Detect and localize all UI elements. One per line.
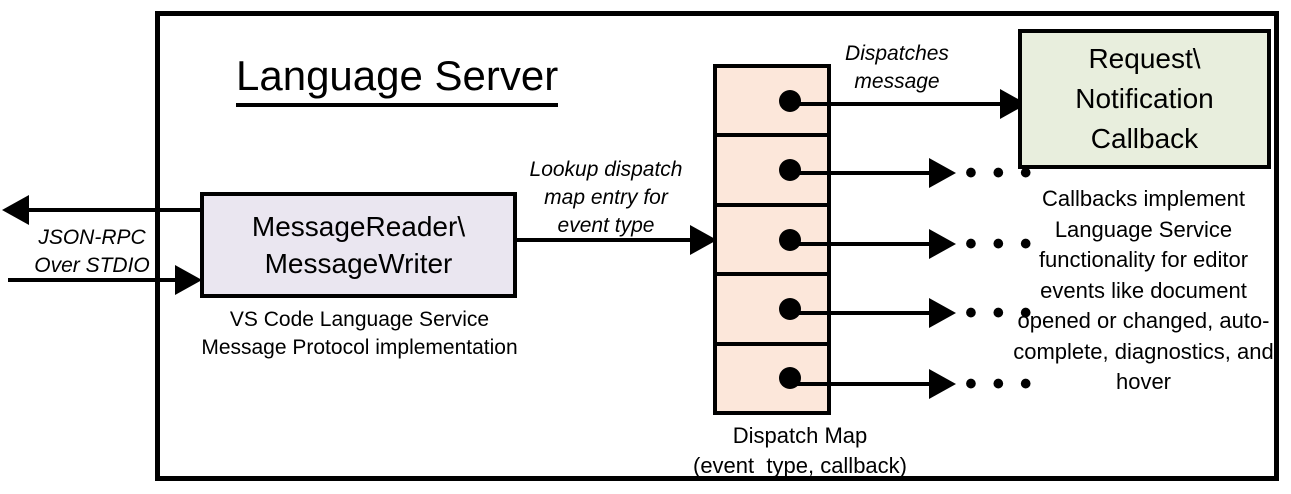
- annotation-dispatches-message: Dispatches message: [845, 42, 949, 93]
- inbound-arrowhead-icon: [175, 265, 202, 295]
- dispatch-map-row[interactable]: [717, 137, 827, 207]
- callback-pointer-dot-icon: [779, 228, 801, 251]
- outbound-arrowhead-icon: [2, 195, 29, 225]
- inbound-line: [8, 278, 178, 282]
- dispatch-map-table[interactable]: [713, 64, 831, 415]
- callback-pointer-dot-icon: [779, 297, 801, 320]
- request-notification-callback-box[interactable]: Request\ Notification Callback: [1018, 29, 1271, 169]
- dispatch-map-row[interactable]: [717, 68, 827, 138]
- dispatch-row-3-line: [785, 242, 932, 246]
- callbacks-description: Callbacks implement Language Service fun…: [1013, 186, 1274, 394]
- annotation-json-rpc: JSON-RPC Over STDIO: [34, 226, 150, 277]
- dispatch-row-5-line: [785, 382, 932, 386]
- dispatch-row-4-line: [785, 311, 932, 315]
- annotation-lookup-dispatch: Lookup dispatch map entry for event type: [529, 158, 683, 237]
- dispatch-row-3-arrowhead-icon: [929, 229, 956, 259]
- callback-pointer-dot-icon: [779, 89, 801, 112]
- callback-pointer-dot-icon: [779, 159, 801, 182]
- lookup-line: [517, 238, 693, 242]
- language-server-boundary: [155, 11, 1279, 481]
- request-notification-callback-label: Request\ Notification Callback: [1075, 43, 1214, 154]
- dispatch-row-2-arrowhead-icon: [929, 158, 956, 188]
- message-reader-writer-caption: VS Code Language Service Message Protoco…: [201, 308, 518, 359]
- dispatch-map-row[interactable]: [717, 346, 827, 411]
- message-reader-writer-label: MessageReader\ MessageWriter: [251, 211, 466, 279]
- callback-pointer-dot-icon: [779, 367, 801, 390]
- dispatch-row-5-arrowhead-icon: [929, 369, 956, 399]
- dispatch-row-2-line: [785, 171, 932, 175]
- outbound-line: [28, 208, 203, 212]
- message-reader-writer-box[interactable]: MessageReader\ MessageWriter: [200, 192, 517, 298]
- dispatch-row-4-arrowhead-icon: [929, 298, 956, 328]
- page-title: Language Server: [236, 51, 559, 107]
- dispatch-map-caption: Dispatch Map (event_type, callback): [693, 423, 907, 478]
- lookup-arrowhead-icon: [690, 225, 717, 255]
- dispatch-row-1-line: [785, 102, 1003, 106]
